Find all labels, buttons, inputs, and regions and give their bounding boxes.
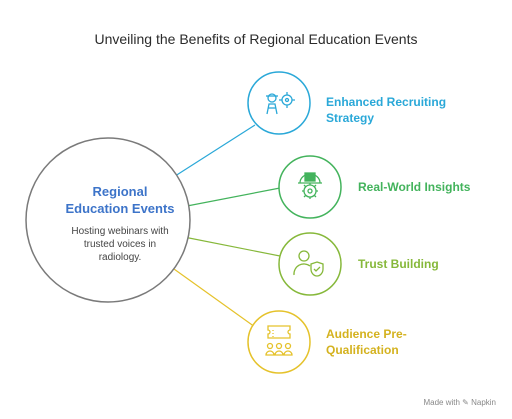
napkin-logo-icon: ✎ — [462, 398, 469, 407]
label-recruiting-line1: Enhanced Recruiting — [326, 95, 447, 109]
user-shield-icon — [293, 250, 324, 277]
label-trust-line1: Trust Building — [358, 257, 439, 271]
node-circle-trust — [278, 232, 342, 296]
center-desc-line2: trusted voices in — [83, 239, 157, 250]
diagram-title: Unveiling the Benefits of Regional Educa… — [94, 31, 418, 47]
label-insights-line1: Real-World Insights — [358, 180, 471, 194]
connector-audience — [166, 263, 256, 328]
node-circle-insights — [278, 155, 342, 219]
connector-recruiting — [171, 124, 256, 179]
label-insights: Real-World Insights — [358, 179, 470, 195]
footer-credit: Made with ✎ Napkin — [423, 398, 496, 407]
center-description: Hosting webinars with trusted voices in … — [50, 225, 190, 264]
ticket-audience-icon — [265, 325, 293, 356]
center-title-line2: Education Events — [65, 201, 175, 216]
connector-trust — [183, 236, 281, 257]
center-title: Regional Education Events — [50, 183, 190, 217]
center-circle — [25, 137, 191, 303]
node-circle-audience — [247, 310, 311, 374]
center-desc-line3: radiology. — [98, 252, 142, 263]
label-audience-line2: Qualification — [326, 343, 399, 357]
center-title-line1: Regional — [92, 184, 148, 199]
hardhat-gear-icon — [298, 172, 322, 199]
label-recruiting-line2: Strategy — [326, 111, 375, 125]
label-audience-line1: Audience Pre- — [326, 327, 407, 341]
footer-brand: Napkin — [471, 398, 496, 407]
label-trust: Trust Building — [358, 256, 439, 272]
label-audience: Audience Pre- Qualification — [326, 326, 407, 358]
recruiter-target-icon — [266, 92, 295, 115]
label-recruiting: Enhanced Recruiting Strategy — [326, 94, 446, 126]
connector-insights — [186, 187, 281, 207]
footer-made-with: Made with — [423, 398, 460, 407]
node-circle-recruiting — [247, 71, 311, 135]
center-desc-line1: Hosting webinars with — [71, 226, 169, 237]
